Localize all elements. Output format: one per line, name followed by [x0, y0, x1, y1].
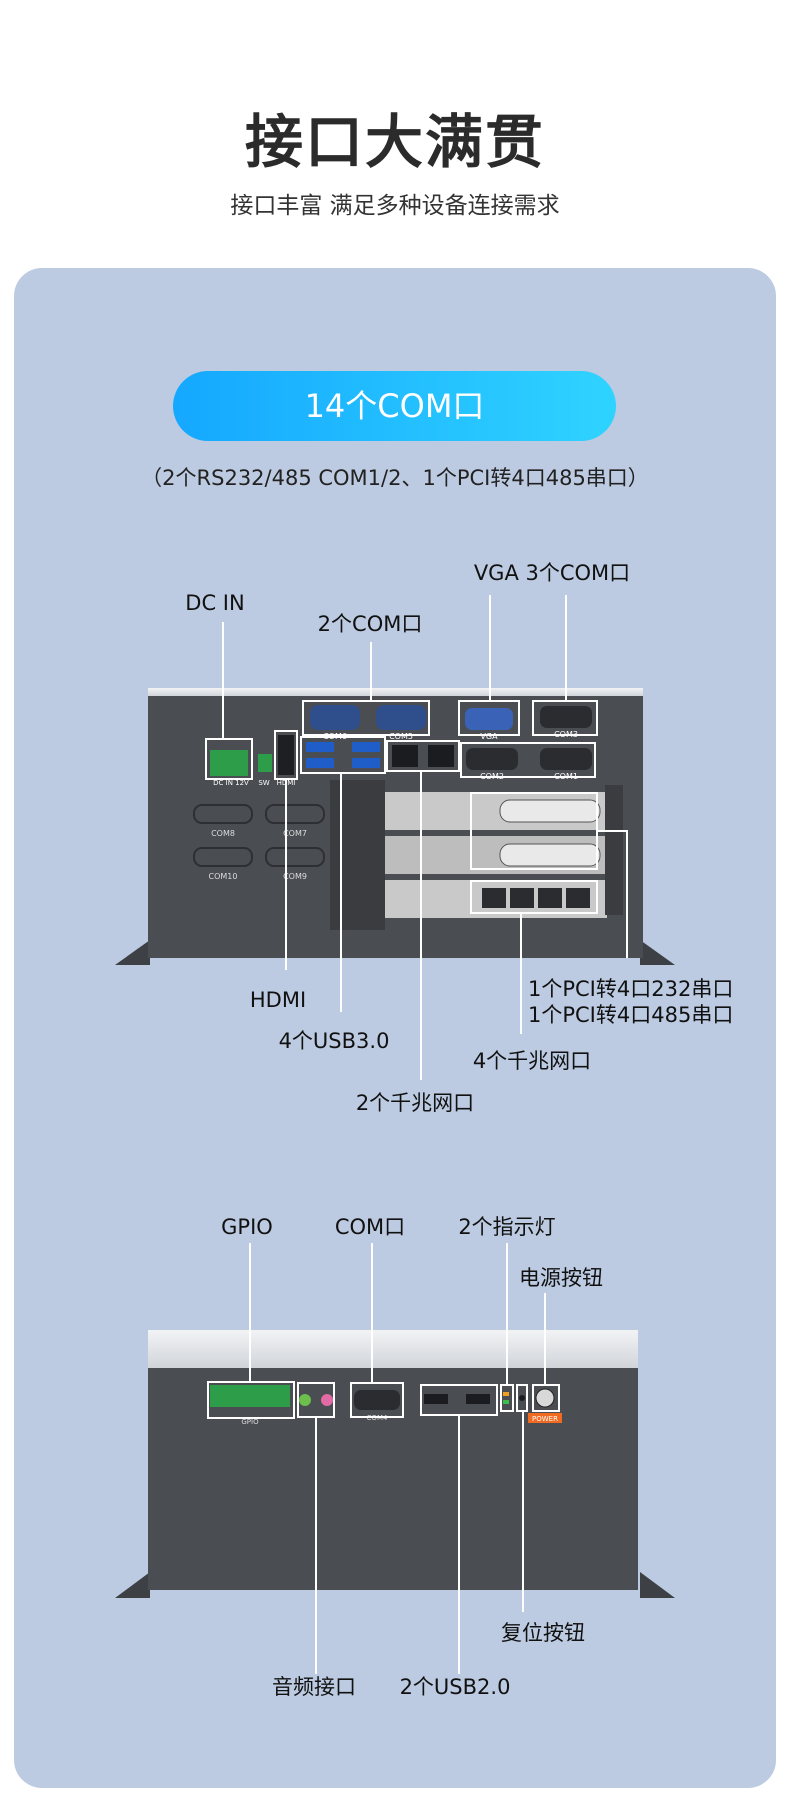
com8-mark: COM8 [211, 829, 235, 838]
lan2-box [386, 740, 460, 772]
com7-mark: COM7 [283, 829, 307, 838]
label-reset: 复位按钮 [501, 1621, 585, 1645]
com7-10-cutouts [193, 804, 325, 867]
leds-box [500, 1384, 514, 1412]
label-gbe4: 4个千兆网口 [472, 1049, 592, 1073]
line-power [544, 1293, 546, 1384]
reset-button-hole [519, 1395, 525, 1401]
vga-port: VGA [465, 708, 513, 741]
line-usb20 [458, 1416, 460, 1674]
com10-mark: COM10 [209, 872, 238, 881]
com-count-pill: 14个COM口 [173, 371, 616, 441]
com4-port: COM4 [354, 1390, 400, 1422]
line-hdmi [285, 780, 287, 970]
pci-com-cards [499, 799, 601, 867]
com3-box [532, 700, 598, 736]
line-reset [522, 1412, 524, 1612]
label-usb30: 4个USB3.0 [278, 1029, 390, 1053]
dcin-mark: DC IN 12V [213, 779, 249, 787]
sw-mark: SW [258, 779, 269, 787]
line-pci-h [598, 830, 628, 832]
line-com3 [565, 595, 567, 700]
label-pci485: 1个PCI转4口485串口 [528, 1003, 734, 1027]
power-button: POWER [528, 1388, 562, 1423]
label-pci232: 1个PCI转4口232串口 [528, 977, 734, 1001]
com5-port: COM5 [376, 705, 426, 741]
label-leds: 2个指示灯 [458, 1215, 556, 1239]
line-lan4 [520, 914, 522, 1034]
com65-box [302, 700, 430, 736]
power-tag-mark: POWER [532, 1415, 558, 1423]
usb20-ports [424, 1394, 490, 1404]
usb30-box [300, 736, 386, 774]
label-gpio: GPIO [221, 1215, 273, 1239]
com5-mark: COM5 [389, 732, 413, 741]
line-gpio [249, 1243, 251, 1381]
com21-box [460, 742, 596, 778]
lan-ports-2 [392, 745, 454, 767]
label-power: 电源按钮 [519, 1266, 603, 1290]
line-com [371, 1243, 373, 1382]
label-vga-com: VGA 3个COM口 [473, 561, 631, 585]
label-com-2: 2个COM口 [317, 612, 423, 636]
usb30-ports [306, 742, 380, 768]
label-gbe2: 2个千兆网口 [355, 1091, 475, 1115]
hdmi-box [274, 730, 298, 780]
reset-box [516, 1384, 528, 1412]
vga-box [458, 700, 520, 736]
page-subtitle: 接口丰富 满足多种设备连接需求 [230, 193, 560, 219]
line-com65 [370, 642, 372, 700]
com9-mark: COM9 [283, 872, 307, 881]
indicator-leds [503, 1392, 509, 1404]
usb20-box [420, 1384, 498, 1416]
line-lan2 [420, 772, 422, 1080]
label-com: COM口 [334, 1215, 406, 1239]
com4-box [350, 1382, 404, 1418]
label-usb20: 2个USB2.0 [399, 1675, 511, 1699]
label-audio: 音频接口 [272, 1675, 356, 1699]
com-note: （2个RS232/485 COM1/2、1个PCI转4口485串口） [141, 466, 649, 490]
line-vga [489, 595, 491, 700]
line-dc-in [222, 622, 224, 738]
gpio-mark: GPIO [241, 1418, 259, 1426]
label-dc-in: DC IN [185, 591, 245, 615]
label-hdmi: HDMI [249, 988, 307, 1012]
power-box [532, 1384, 560, 1412]
dc-in-port: DC IN 12V SW [210, 750, 272, 787]
audio-box [297, 1382, 335, 1418]
vga-mark: VGA [480, 732, 498, 741]
lan-ports-4 [482, 888, 590, 908]
gpio-box [207, 1381, 295, 1419]
line-audio [315, 1418, 317, 1674]
page-title: 接口大满贯 [244, 108, 545, 176]
audio-jacks [299, 1394, 333, 1406]
line-pci-v [626, 830, 628, 958]
lan4-box [470, 880, 598, 914]
line-usb30 [340, 774, 342, 1012]
com4-mark: COM4 [367, 1414, 388, 1422]
dc-in-box [205, 738, 253, 780]
pci-com-box [470, 792, 598, 870]
gpio-terminal: GPIO [210, 1385, 290, 1426]
line-leds [506, 1243, 508, 1384]
